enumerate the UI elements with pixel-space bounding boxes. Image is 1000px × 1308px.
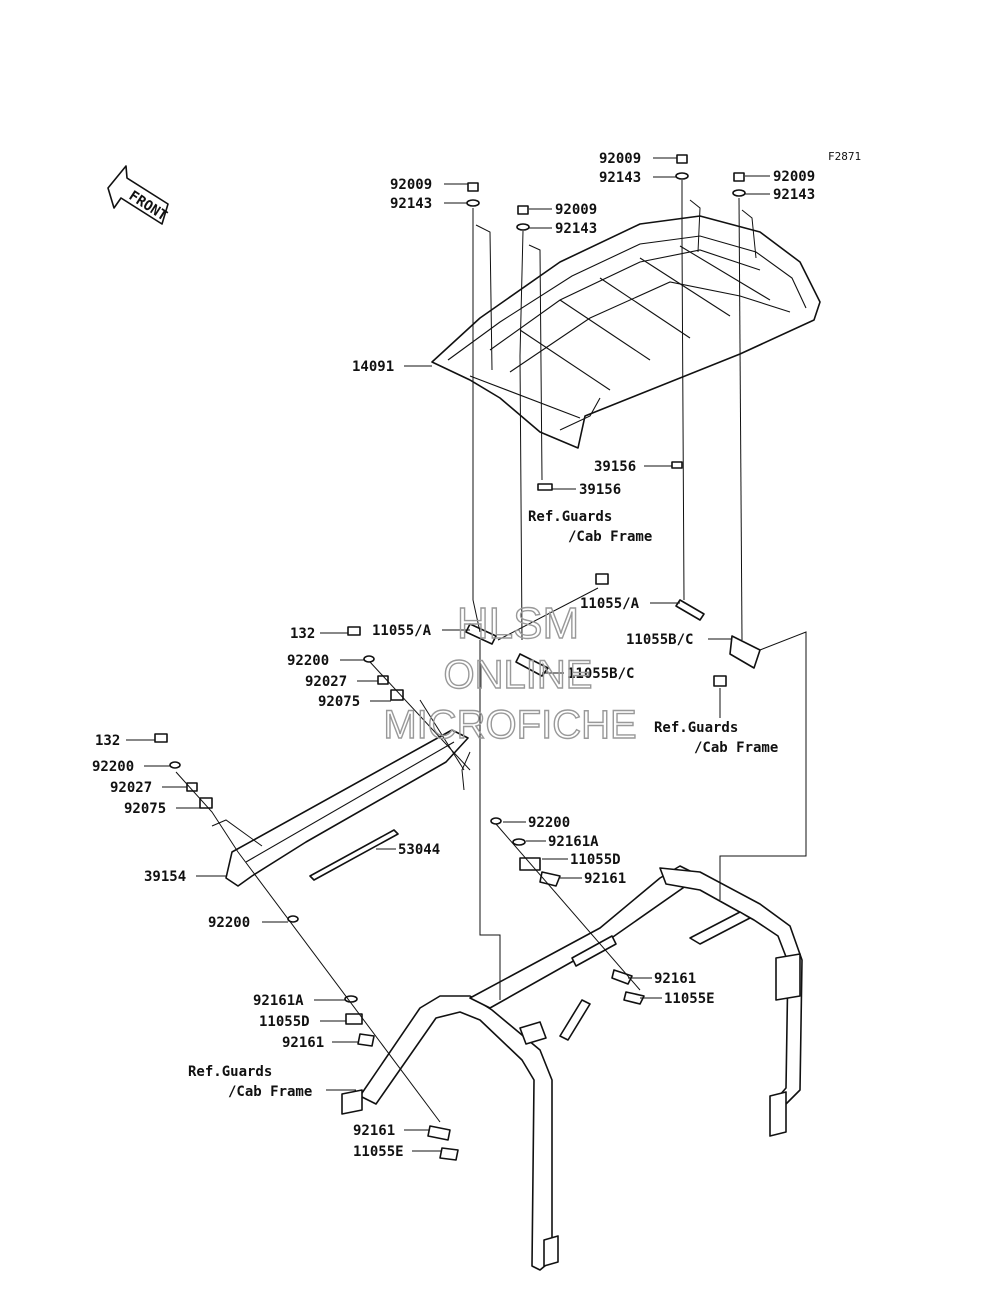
callout-92143-far-right: 92143 bbox=[773, 187, 815, 203]
callout-92027-upper: 92027 bbox=[305, 674, 347, 690]
ref-right-line2: /Cab Frame bbox=[694, 740, 778, 756]
callout-92161-left: 92161 bbox=[282, 1035, 324, 1051]
ref-left-line1: Ref.Guards bbox=[188, 1064, 272, 1080]
callout-92161-right: 92161 bbox=[584, 871, 626, 887]
callout-53044: 53044 bbox=[398, 842, 440, 858]
callout-92161a-right: 92161A bbox=[548, 834, 599, 850]
callout-92143-left: 92143 bbox=[390, 196, 432, 212]
hardware bbox=[154, 154, 761, 1161]
callout-132-upper: 132 bbox=[290, 626, 315, 642]
callout-11055a-right: 11055/A bbox=[580, 596, 640, 612]
callout-92075-upper: 92075 bbox=[318, 694, 360, 710]
figure-id: F2871 bbox=[828, 150, 861, 163]
callout-11055e-right: 11055E bbox=[664, 991, 715, 1007]
callout-11055d-left: 11055D bbox=[259, 1014, 310, 1030]
ref-right-line1: Ref.Guards bbox=[654, 720, 738, 736]
callout-11055d-right: 11055D bbox=[570, 852, 621, 868]
callout-92200-right: 92200 bbox=[528, 815, 570, 831]
callout-92009-far-right: 92009 bbox=[773, 169, 815, 185]
callout-92009-mid: 92009 bbox=[555, 202, 597, 218]
watermark-line3: MICROFICHE bbox=[383, 703, 636, 747]
callout-11055e-bottom: 11055E bbox=[353, 1144, 404, 1160]
callout-39156-right: 39156 bbox=[594, 459, 636, 475]
callout-92009-left: 92009 bbox=[390, 177, 432, 193]
front-arrow-icon: FRONT bbox=[107, 165, 170, 225]
callout-39154: 39154 bbox=[144, 869, 186, 885]
callout-132-lower: 132 bbox=[95, 733, 120, 749]
callout-92200-center: 92200 bbox=[208, 915, 250, 931]
watermark-line2: ONLINE bbox=[444, 653, 593, 697]
guard-bar bbox=[225, 729, 469, 887]
callout-92200-upper: 92200 bbox=[287, 653, 329, 669]
callout-14091: 14091 bbox=[352, 359, 394, 375]
callout-92161a-left: 92161A bbox=[253, 993, 304, 1009]
callout-11055a-left: 11055/A bbox=[372, 623, 432, 639]
callout-92075-lower: 92075 bbox=[124, 801, 166, 817]
watermark: HLSM ONLINE MICROFICHE bbox=[383, 598, 638, 747]
callout-39156-left: 39156 bbox=[579, 482, 621, 498]
reference-notes: Ref.Guards /Cab Frame Ref.Guards /Cab Fr… bbox=[188, 509, 778, 1100]
callout-92161-bottom: 92161 bbox=[353, 1123, 395, 1139]
roof-panel bbox=[431, 215, 821, 449]
cab-frame bbox=[341, 865, 803, 1271]
callout-11055bc-right: 11055B/C bbox=[626, 632, 693, 648]
callout-11055bc-left: 11055B/C bbox=[567, 666, 634, 682]
leader-lines bbox=[175, 180, 807, 1123]
watermark-line1: HLSM bbox=[457, 599, 579, 648]
ref-top-line1: Ref.Guards bbox=[528, 509, 612, 525]
callout-92200-lower: 92200 bbox=[92, 759, 134, 775]
strip-53044 bbox=[309, 829, 399, 881]
callout-92143-top: 92143 bbox=[599, 170, 641, 186]
callout-92009-top: 92009 bbox=[599, 151, 641, 167]
ref-top-line2: /Cab Frame bbox=[568, 529, 652, 545]
callout-92161-lower-right: 92161 bbox=[654, 971, 696, 987]
ref-left-line2: /Cab Frame bbox=[228, 1084, 312, 1100]
callout-labels: 92009 92143 92009 92143 92009 92143 9200… bbox=[92, 151, 815, 1160]
callout-92027-lower: 92027 bbox=[110, 780, 152, 796]
callout-92143-mid: 92143 bbox=[555, 221, 597, 237]
callout-connectors bbox=[126, 157, 770, 1152]
